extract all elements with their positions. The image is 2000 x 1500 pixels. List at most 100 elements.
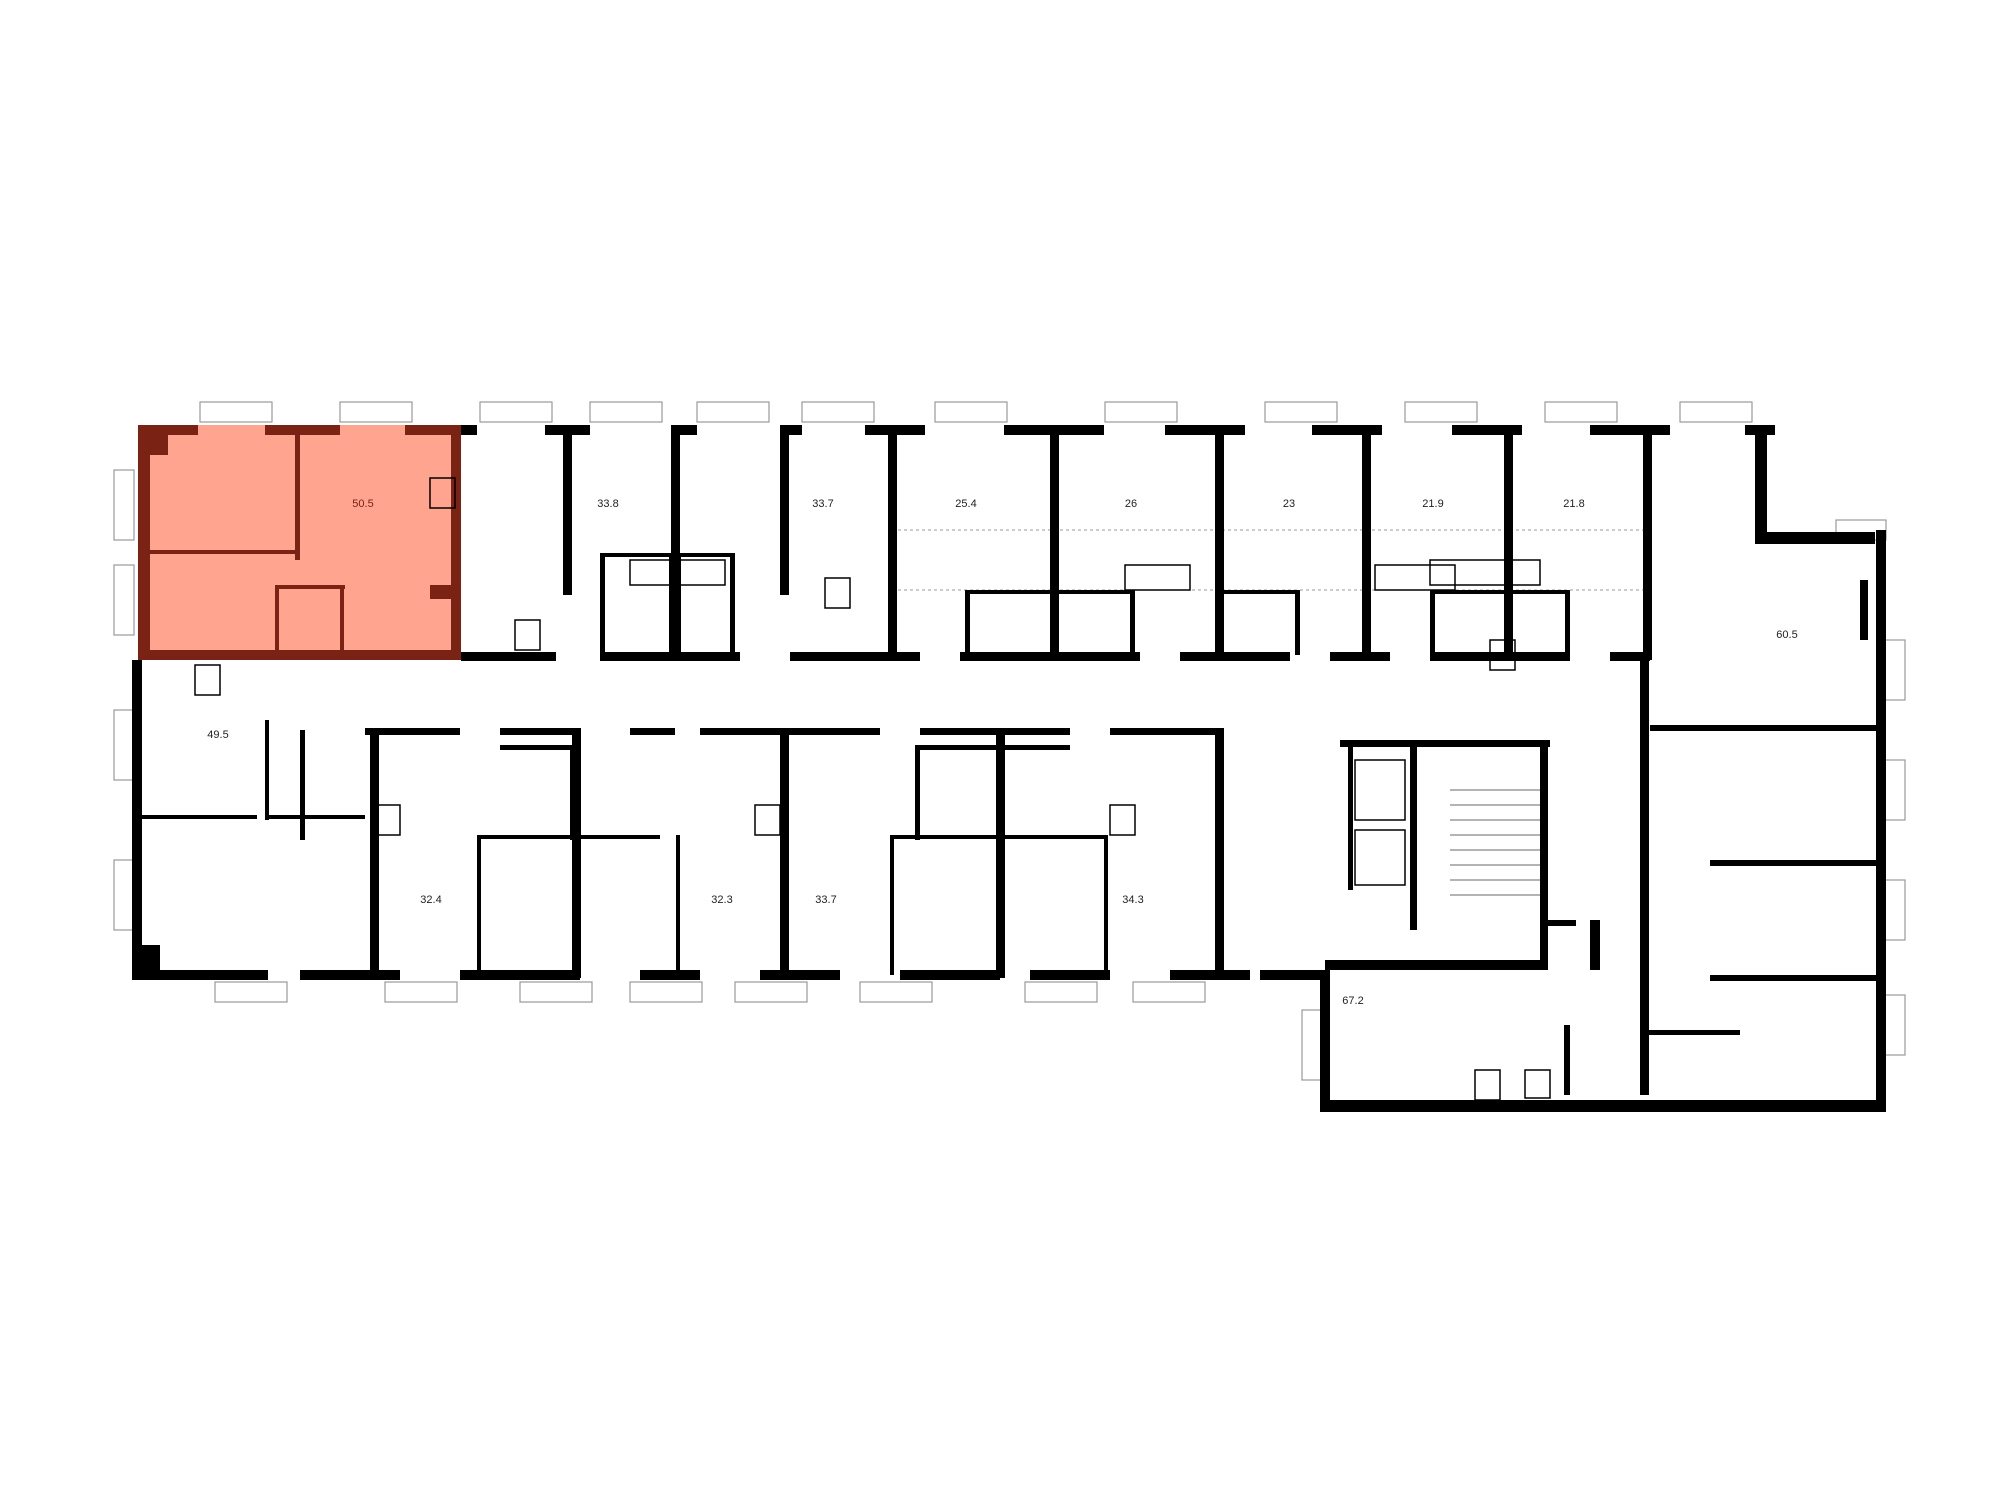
fixture: [1489, 639, 1516, 671]
wall-segment: [1165, 425, 1245, 435]
apartment-area-label: 34.3: [1122, 894, 1143, 906]
partition-wall: [1362, 425, 1371, 660]
window: [479, 401, 553, 423]
apartment-area-label: 50.5: [352, 498, 373, 510]
wall-segment: [1546, 920, 1576, 926]
walls: [132, 425, 1886, 1112]
fixture: [754, 804, 781, 836]
fixture: [1524, 1069, 1551, 1099]
apartment-area-label: 21.9: [1422, 498, 1443, 510]
window: [1104, 401, 1178, 423]
wall-segment: [780, 425, 802, 435]
window: [1884, 879, 1906, 941]
apartment-area-label: 32.3: [711, 894, 732, 906]
wall-segment: [1876, 530, 1886, 1110]
outer-wall: [640, 970, 700, 980]
fixtures: [194, 477, 1551, 1101]
partition-wall: [671, 425, 680, 595]
wall-segment: [275, 585, 345, 589]
wall-segment: [1650, 725, 1880, 731]
wall-segment: [1320, 1100, 1886, 1112]
partition-wall: [563, 425, 572, 595]
wall-segment: [1755, 425, 1767, 535]
corridor-wall: [1180, 652, 1290, 661]
window: [214, 981, 288, 1003]
fixture: [1474, 1069, 1501, 1101]
wall-segment: [138, 650, 461, 660]
partition-wall: [370, 728, 379, 978]
wall-segment: [965, 590, 1135, 594]
window: [113, 469, 135, 541]
wall-segment: [1755, 532, 1875, 544]
fixture: [194, 664, 221, 696]
window: [589, 401, 663, 423]
wall-segment: [920, 728, 1070, 735]
apartment-area-label: 32.4: [420, 894, 441, 906]
apartment-area-label: 26: [1125, 498, 1137, 510]
window: [1679, 401, 1753, 423]
outer-wall: [132, 660, 142, 980]
windows: [113, 401, 1906, 1081]
fixture: [629, 559, 726, 586]
partition-wall: [572, 728, 581, 978]
wall-segment: [920, 745, 1070, 750]
corridor-wall: [790, 652, 920, 661]
partition-wall: [1504, 425, 1513, 660]
wall-segment: [365, 728, 460, 735]
apartment-area-label: 67.2: [1342, 995, 1363, 1007]
corridor-wall: [1430, 652, 1570, 661]
wall-segment: [1430, 590, 1435, 655]
wall-segment: [340, 585, 344, 655]
wall-segment: [915, 745, 920, 840]
wall-segment: [890, 835, 1105, 839]
partition-wall: [888, 425, 897, 660]
fixture: [1124, 564, 1191, 591]
core-wall: [1325, 960, 1545, 970]
wall-segment: [1312, 425, 1382, 435]
wall-segment: [265, 425, 340, 435]
wall-segment: [138, 550, 298, 554]
wall-segment: [275, 585, 279, 655]
wall-segment: [570, 745, 575, 840]
wall-segment: [500, 745, 580, 750]
wall-segment: [1320, 970, 1330, 1110]
wall-segment: [1130, 590, 1135, 655]
apartment-area-label: 33.7: [815, 894, 836, 906]
outer-wall: [460, 970, 580, 980]
wall-segment: [1565, 590, 1570, 655]
window: [113, 709, 135, 781]
partition-wall: [676, 835, 680, 975]
partition-wall: [780, 425, 789, 595]
wall-segment: [600, 553, 605, 653]
wall-segment: [1110, 728, 1218, 735]
corridor-wall: [960, 652, 1140, 661]
partition-wall: [477, 835, 481, 975]
outer-wall: [900, 970, 1000, 980]
wall-segment: [265, 720, 269, 820]
window: [801, 401, 875, 423]
fixture: [514, 619, 541, 651]
wall-segment: [500, 728, 580, 735]
wall-segment: [1564, 1025, 1570, 1095]
fixture: [1429, 559, 1541, 586]
outer-wall: [1030, 970, 1110, 980]
wall-segment: [1590, 920, 1600, 970]
wall-segment: [430, 585, 455, 599]
wall-segment: [461, 425, 477, 435]
partition-wall: [1215, 728, 1224, 978]
apartment-area-label: 60.5: [1776, 629, 1797, 641]
wall-segment: [1710, 975, 1880, 981]
wall-segment: [730, 553, 735, 653]
wall-segment: [295, 430, 300, 560]
apartment-area-label: 33.7: [812, 498, 833, 510]
window: [734, 981, 808, 1003]
window: [1132, 981, 1206, 1003]
apartment-area-label: 25.4: [955, 498, 976, 510]
outer-wall: [1170, 970, 1250, 980]
apartment-area-label: 23: [1283, 498, 1295, 510]
core-wall: [1540, 740, 1548, 970]
window: [199, 401, 273, 423]
window: [696, 401, 770, 423]
apartment-area-label: 21.8: [1563, 498, 1584, 510]
outer-wall: [1260, 970, 1330, 980]
